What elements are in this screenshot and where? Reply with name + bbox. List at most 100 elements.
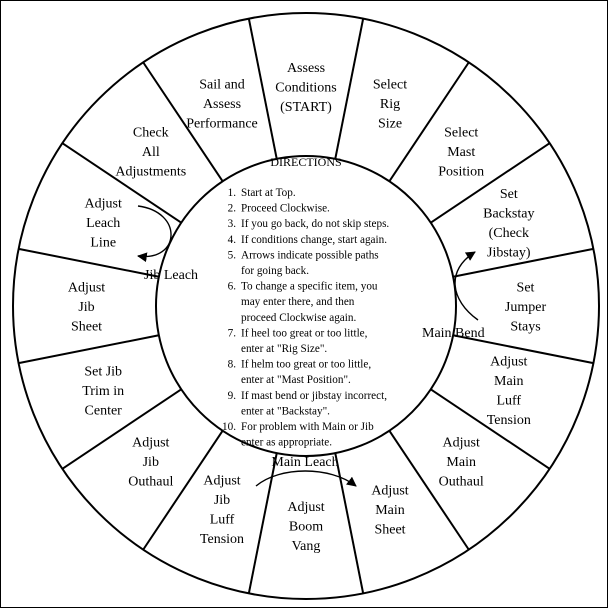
- direction-text: for going back.: [241, 265, 309, 277]
- segment-label-line: Sail and: [199, 78, 245, 93]
- segment-label-line: Leach: [86, 216, 120, 231]
- segment-label-line: Vang: [292, 539, 321, 554]
- segment-label-line: Adjust: [371, 483, 408, 498]
- divider-line: [452, 247, 594, 278]
- segment-label-line: Adjust: [287, 500, 324, 515]
- segment-label-line: Performance: [186, 117, 258, 132]
- direction-text: enter as appropriate.: [241, 437, 332, 449]
- direction-text: Arrows indicate possible paths: [241, 249, 379, 261]
- segment-dividers: [18, 18, 594, 594]
- divider-line: [142, 430, 224, 551]
- segment-label-line: Conditions: [275, 81, 336, 96]
- segment-label-line: Jib: [143, 455, 159, 470]
- segment-label-line: Adjust: [132, 436, 169, 451]
- segment-label-line: Line: [90, 236, 116, 251]
- directions-panel: DIRECTIONS 1. Start at Top. 2. Proceed Cloc…: [222, 155, 389, 449]
- direction-number: 8.: [228, 359, 237, 371]
- direction-number: 2.: [228, 203, 237, 215]
- segment-label-line: Outhaul: [128, 475, 173, 490]
- divider-line: [18, 334, 160, 365]
- direction-text: To change a specific item, you: [241, 281, 378, 293]
- direction-number: 9.: [228, 390, 237, 402]
- direction-number: 4.: [228, 234, 237, 246]
- segment-label-line: Select: [444, 125, 478, 140]
- segment-label-line: Stays: [510, 320, 540, 335]
- direction-text: If conditions change, start again.: [241, 234, 387, 246]
- segment-label-line: Sheet: [374, 522, 405, 537]
- direction-number: 1.: [228, 187, 237, 199]
- segment-label-line: Main: [375, 503, 405, 518]
- segment-label-line: Main: [446, 455, 476, 470]
- direction-text: enter at "Mast Position".: [241, 374, 351, 386]
- segment-label-line: Main: [494, 374, 524, 389]
- direction-text: enter at "Rig Size".: [241, 343, 327, 355]
- direction-number: 7.: [228, 327, 237, 339]
- main-bend-arrow: [454, 251, 479, 321]
- direction-text: If you go back, do not skip steps.: [241, 218, 389, 230]
- segment-label-line: Size: [378, 117, 402, 132]
- segment-label-line: Adjust: [203, 474, 240, 489]
- direction-text: For problem with Main or Jib: [241, 421, 374, 433]
- divider-line: [61, 142, 182, 224]
- inner-ring: [155, 155, 457, 457]
- segment-label-line: Adjust: [443, 436, 480, 451]
- main-leach-label: Main Leach: [271, 455, 338, 470]
- segment-label-line: Assess: [203, 97, 241, 112]
- divider-line: [430, 388, 551, 470]
- segment-label-line: Jib: [78, 300, 94, 315]
- main-bend-label: Main Bend: [422, 326, 485, 341]
- segment-label-line: (START): [280, 100, 332, 115]
- divider-line: [61, 388, 182, 470]
- segment-label-line: Jibstay): [487, 245, 531, 260]
- directions-title: DIRECTIONS: [270, 155, 341, 169]
- segment-label-line: Position: [438, 164, 484, 179]
- segment-label-line: Tension: [487, 413, 531, 428]
- segment-label-line: Adjustments: [115, 164, 186, 179]
- segment-label-line: Set: [517, 281, 535, 296]
- direction-text: enter at "Backstay".: [241, 405, 330, 417]
- direction-text: If helm too great or too little,: [241, 359, 371, 371]
- segment-label-line: Sheet: [71, 320, 102, 335]
- divider-line: [18, 247, 160, 278]
- segment-label-line: Luff: [496, 394, 521, 409]
- segment-label-line: Jumper: [505, 300, 547, 315]
- segment-label-line: Select: [373, 78, 407, 93]
- direction-text: Start at Top.: [241, 187, 296, 199]
- segment-label-line: Set Jib: [84, 364, 122, 379]
- direction-number: 6.: [228, 281, 237, 293]
- direction-text: Proceed Clockwise.: [241, 203, 330, 215]
- segment-label-line: Adjust: [68, 281, 105, 296]
- segment-label-line: Rig: [380, 97, 400, 112]
- segment-label-line: Tension: [200, 532, 244, 547]
- divider-line: [334, 18, 365, 160]
- direction-text: If heel too great or too little,: [241, 327, 368, 339]
- segment-label-line: Assess: [287, 61, 325, 76]
- segment-label-line: Mast: [447, 145, 475, 160]
